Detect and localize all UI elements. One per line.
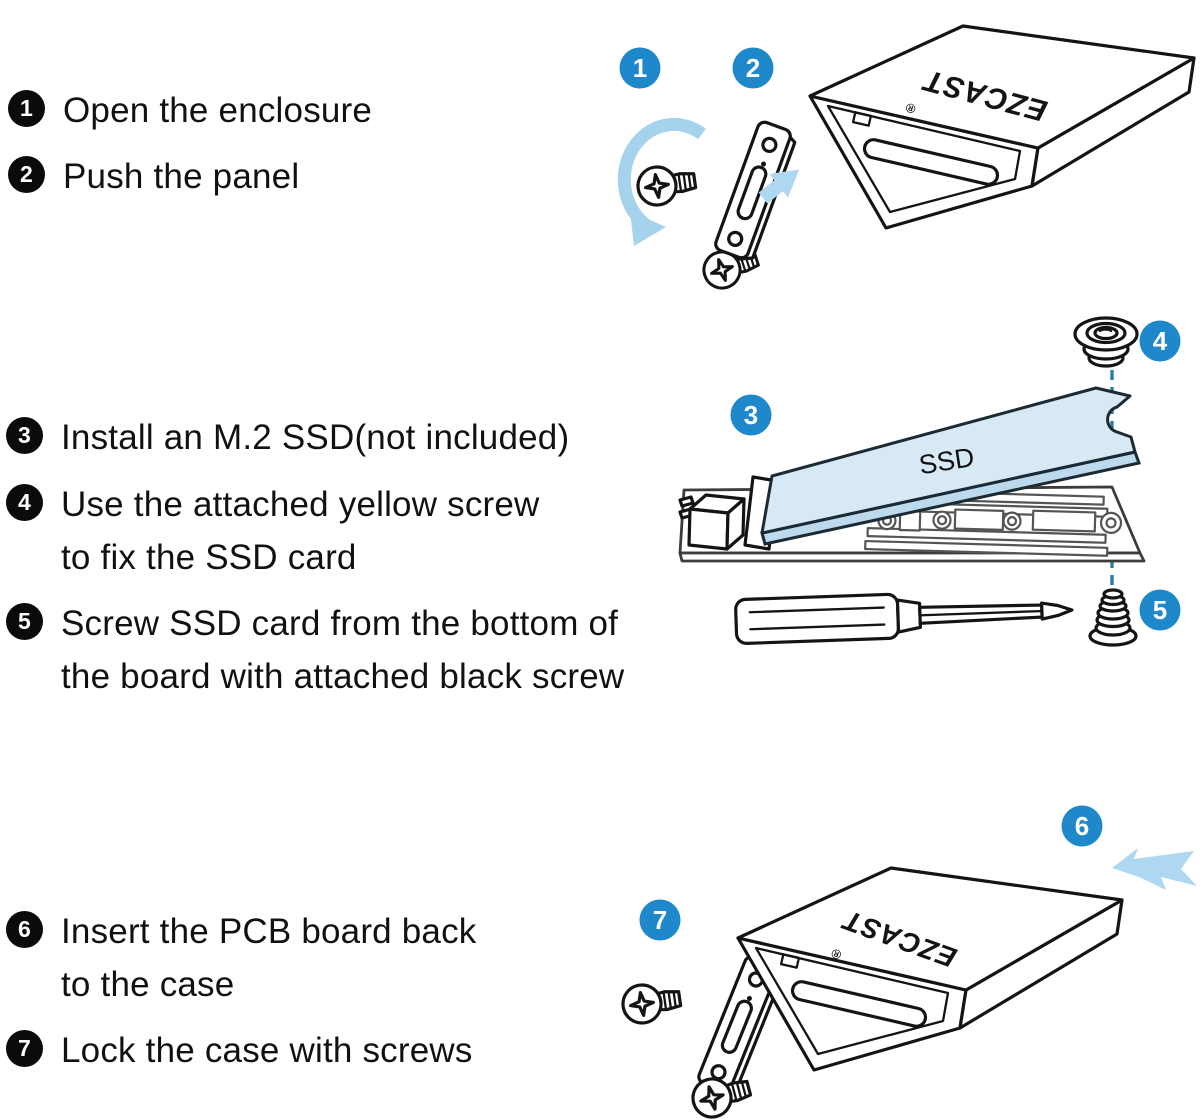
rotate-arrow-icon bbox=[617, 117, 706, 231]
callout-7-badge bbox=[639, 899, 681, 941]
step-1: 1 Open the enclosure bbox=[8, 84, 372, 137]
step-7-text: Lock the case with screws bbox=[61, 1031, 473, 1070]
callout-4-badge bbox=[1139, 320, 1181, 362]
step-4-text-line2: to fix the SSD card bbox=[61, 538, 357, 577]
screw-icon bbox=[633, 160, 699, 210]
mount-screw-icon bbox=[1088, 588, 1138, 647]
step-5-text-line1: Screw SSD card from the bottom of bbox=[61, 604, 619, 643]
step-3: 3 Install an M.2 SSD(not included) bbox=[6, 411, 569, 464]
step-2-text: Push the panel bbox=[63, 157, 300, 196]
step-6: 6 Insert the PCB board back to the case bbox=[6, 905, 477, 1011]
insert-arrow-icon bbox=[1112, 848, 1197, 890]
illustration-install-ssd: SSD 3 4 5 bbox=[678, 316, 1181, 647]
callout-4-number: 4 bbox=[1153, 326, 1168, 356]
callout-5-badge bbox=[1139, 589, 1181, 631]
callout-1-badge bbox=[619, 47, 661, 89]
step-7: 7 Lock the case with screws bbox=[6, 1024, 473, 1077]
step-6-text-line2: to the case bbox=[61, 965, 235, 1004]
step-4: 4 Use the attached yellow screw to fix t… bbox=[6, 478, 540, 584]
registered-mark: ® bbox=[904, 100, 918, 117]
step-2-number-badge: 2 bbox=[8, 156, 45, 193]
enclosure-case bbox=[808, 24, 1196, 230]
callout-6-badge bbox=[1061, 805, 1103, 847]
callout-6-number: 6 bbox=[1075, 811, 1089, 841]
step-5: 5 Screw SSD card from the bottom of the … bbox=[6, 597, 624, 703]
callout-1-number: 1 bbox=[633, 53, 647, 83]
callout-7-number: 7 bbox=[653, 905, 667, 935]
rotate-arrowhead-icon bbox=[630, 211, 666, 246]
step-6-number-badge: 6 bbox=[6, 911, 43, 948]
step-3-text: Install an M.2 SSD(not included) bbox=[61, 418, 570, 457]
illustration-reassemble: EZCAST ® 6 7 bbox=[618, 805, 1197, 1120]
step-6-text-line1: Insert the PCB board back bbox=[61, 912, 477, 951]
callout-2-badge bbox=[732, 47, 774, 89]
ssd-card: SSD bbox=[760, 386, 1141, 546]
callout-3-badge bbox=[730, 394, 772, 436]
usb-connector-icon bbox=[678, 493, 746, 551]
enclosure-case bbox=[736, 866, 1124, 1072]
step-3-number-badge: 3 bbox=[6, 417, 43, 454]
step-5-text-line2: the board with attached black screw bbox=[61, 657, 625, 696]
step-4-number-badge: 4 bbox=[6, 484, 43, 521]
screw-icon bbox=[618, 978, 684, 1028]
step-1-text: Open the enclosure bbox=[63, 91, 373, 130]
step-1-number-badge: 1 bbox=[8, 90, 45, 127]
standoff-nut-icon bbox=[1073, 316, 1139, 368]
step-5-number-badge: 5 bbox=[6, 603, 43, 640]
step-7-number-badge: 7 bbox=[6, 1030, 43, 1067]
callout-2-number: 2 bbox=[746, 53, 760, 83]
callout-5-number: 5 bbox=[1153, 595, 1167, 625]
illustration-open-enclosure: EZCAST ® 1 2 bbox=[617, 24, 1196, 295]
screwdriver-icon bbox=[734, 592, 1074, 645]
callout-3-number: 3 bbox=[744, 400, 758, 430]
step-2: 2 Push the panel bbox=[8, 150, 299, 203]
step-4-text-line1: Use the attached yellow screw bbox=[61, 485, 540, 524]
insert-arrow-icon bbox=[758, 169, 800, 204]
